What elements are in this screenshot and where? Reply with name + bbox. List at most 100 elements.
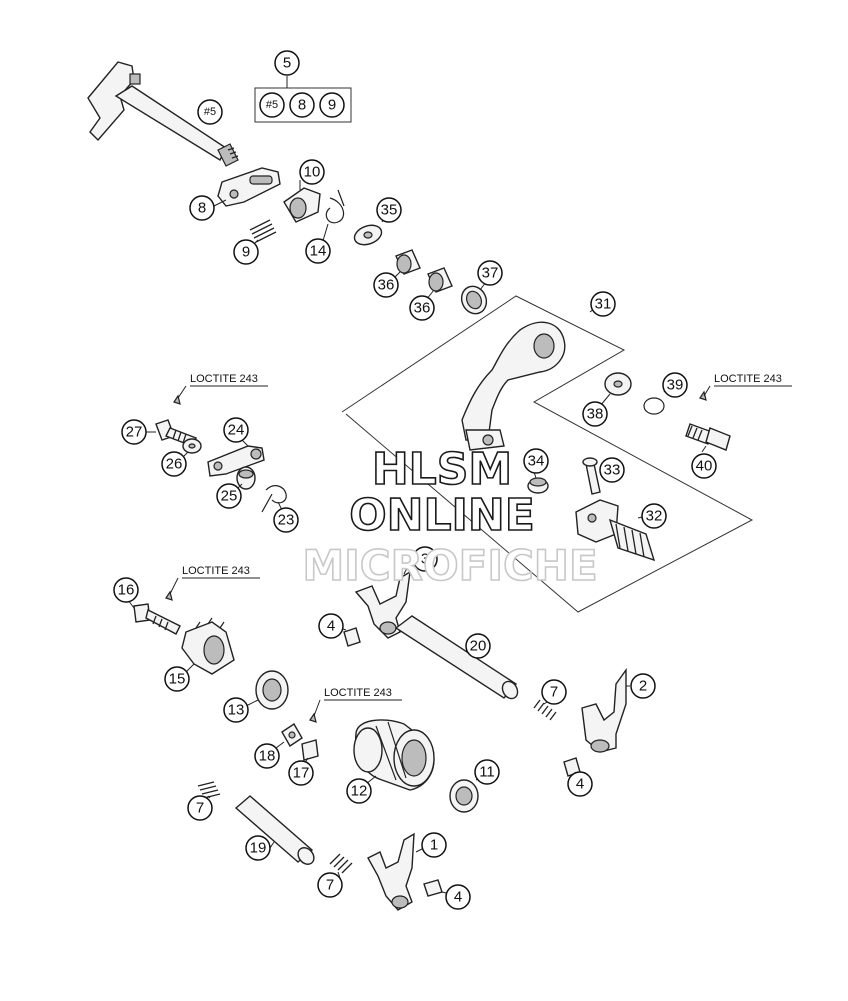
svg-text:3: 3 bbox=[421, 551, 429, 568]
shift-fork-2 bbox=[581, 667, 627, 753]
svg-text:35: 35 bbox=[381, 202, 398, 219]
callout-23: 23 bbox=[273, 507, 299, 533]
callout-8-kit: 8 bbox=[289, 92, 315, 118]
spring-7b bbox=[197, 781, 221, 799]
shift-star-15 bbox=[181, 617, 235, 675]
svg-text:LOCTITE 243: LOCTITE 243 bbox=[190, 373, 258, 385]
svg-text:8: 8 bbox=[198, 200, 206, 217]
svg-text:1: 1 bbox=[430, 837, 438, 854]
callout-5: 5 bbox=[274, 50, 300, 76]
svg-text:27: 27 bbox=[126, 424, 143, 441]
callout-14: 14 bbox=[305, 238, 331, 264]
callout-34: 34 bbox=[523, 448, 549, 474]
svg-text:LOCTITE 243: LOCTITE 243 bbox=[324, 687, 392, 699]
svg-text:12: 12 bbox=[351, 783, 368, 800]
callout-40: 40 bbox=[691, 453, 717, 479]
watermark-line-1: HLSM bbox=[372, 444, 512, 495]
svg-text:31: 31 bbox=[595, 296, 612, 313]
svg-text:38: 38 bbox=[587, 406, 604, 423]
lever-frame bbox=[341, 295, 754, 613]
spring-7c bbox=[329, 853, 353, 874]
svg-text:16: 16 bbox=[118, 582, 135, 599]
callout-2: 2 bbox=[630, 673, 656, 699]
callout-9: 9 bbox=[233, 239, 259, 265]
callout-17: 17 bbox=[288, 760, 314, 786]
loctite-label-4: LOCTITE 243 bbox=[313, 687, 402, 717]
circlip-39 bbox=[643, 397, 665, 415]
shift-shaft bbox=[87, 61, 239, 167]
shift-tip bbox=[575, 499, 656, 562]
svg-text:40: 40 bbox=[696, 458, 713, 475]
callout-4c: 4 bbox=[445, 884, 471, 910]
callout-15: 15 bbox=[164, 666, 190, 692]
bolt-40 bbox=[685, 423, 731, 451]
svg-text:LOCTITE 243: LOCTITE 243 bbox=[182, 565, 250, 577]
callout-35: 35 bbox=[376, 197, 402, 223]
kit-frame bbox=[254, 87, 352, 123]
svg-text:37: 37 bbox=[482, 265, 499, 282]
svg-text:#5: #5 bbox=[266, 99, 278, 111]
svg-text:11: 11 bbox=[479, 764, 495, 781]
svg-text:9: 9 bbox=[242, 244, 250, 261]
callout-1: 1 bbox=[421, 832, 447, 858]
svg-text:7: 7 bbox=[196, 800, 204, 817]
lever-24 bbox=[207, 445, 265, 477]
callout-13: 13 bbox=[223, 697, 249, 723]
callout-3: 3 bbox=[412, 546, 438, 572]
callout-11: 11 bbox=[474, 759, 500, 785]
svg-text:9: 9 bbox=[328, 97, 336, 114]
callout-39: 39 bbox=[662, 372, 688, 398]
callout-37: 37 bbox=[477, 260, 503, 286]
callout-25: 25 bbox=[216, 483, 242, 509]
fork-shaft-19 bbox=[234, 795, 315, 865]
svg-text:26: 26 bbox=[166, 456, 183, 473]
callout-10: 10 bbox=[299, 159, 325, 185]
callout-19: 19 bbox=[245, 835, 271, 861]
callout-32: 32 bbox=[641, 503, 667, 529]
svg-text:17: 17 bbox=[293, 765, 310, 782]
svg-text:14: 14 bbox=[310, 243, 327, 260]
bushing-36a bbox=[395, 249, 421, 275]
callout-31: 31 bbox=[590, 291, 616, 317]
svg-text:10: 10 bbox=[304, 164, 321, 181]
svg-text:4: 4 bbox=[327, 618, 335, 635]
svg-text:18: 18 bbox=[259, 748, 276, 765]
svg-text:#5: #5 bbox=[204, 106, 216, 118]
svg-text:2: 2 bbox=[639, 678, 647, 695]
shift-lever bbox=[461, 321, 566, 451]
callout-36b: 36 bbox=[409, 295, 435, 321]
callout-7a: 7 bbox=[541, 679, 567, 705]
svg-text:39: 39 bbox=[667, 377, 684, 394]
svg-text:32: 32 bbox=[646, 508, 663, 525]
callout-12: 12 bbox=[346, 778, 372, 804]
callout-5-shaft: #5 bbox=[197, 99, 223, 125]
callout-20: 20 bbox=[465, 633, 491, 659]
shift-roller bbox=[283, 187, 321, 223]
svg-text:19: 19 bbox=[250, 840, 267, 857]
callout-18: 18 bbox=[254, 743, 280, 769]
callout-4b: 4 bbox=[567, 771, 593, 797]
spring-9 bbox=[249, 219, 277, 243]
shift-fork-3 bbox=[354, 570, 411, 639]
loctite-label-2: LOCTITE 243 bbox=[703, 373, 792, 397]
svg-text:7: 7 bbox=[550, 684, 558, 701]
pin-4c bbox=[423, 879, 443, 897]
svg-text:4: 4 bbox=[576, 776, 584, 793]
pin-33 bbox=[582, 457, 601, 495]
svg-text:15: 15 bbox=[169, 671, 186, 688]
watermark-line-3: MICROFICHE bbox=[302, 541, 597, 590]
callout-27: 27 bbox=[121, 419, 147, 445]
callout-7b: 7 bbox=[187, 795, 213, 821]
callout-9-kit: 9 bbox=[319, 92, 345, 118]
watermark: HLSM ONLINE MICROFICHE bbox=[302, 443, 599, 591]
shift-fork-1 bbox=[367, 832, 415, 911]
pin-18 bbox=[281, 723, 303, 747]
shift-drum-12 bbox=[353, 719, 435, 791]
svg-text:36: 36 bbox=[378, 277, 395, 294]
callout-4a: 4 bbox=[318, 613, 344, 639]
spring-7a bbox=[533, 699, 557, 721]
spring-clip bbox=[325, 189, 345, 224]
callout-8: 8 bbox=[189, 195, 215, 221]
svg-text:33: 33 bbox=[604, 462, 621, 479]
callout-33: 33 bbox=[599, 457, 625, 483]
